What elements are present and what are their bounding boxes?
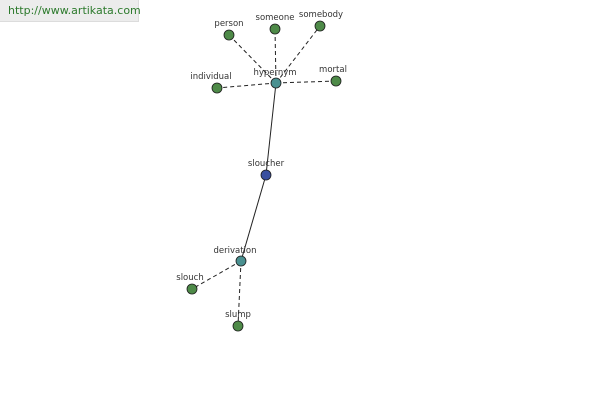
node-label-derivation: derivation [213,246,256,256]
node-label-sloucher: sloucher [248,159,285,169]
edge-hypernym-individual [216,82,277,89]
edge-hypernym-someone [274,28,277,84]
node-marker-slump[interactable] [232,320,244,332]
node-marker-somebody[interactable] [314,20,326,32]
node-marker-individual[interactable] [211,82,223,94]
node-label-individual: individual [190,72,231,82]
node-individual[interactable]: individual [190,72,232,94]
node-mortal[interactable]: mortal [319,65,347,87]
node-label-hypernym: hypernym [253,68,296,78]
edge-sloucher-hypernym [265,82,277,176]
edge-derivation-slump [237,260,242,327]
node-label-person: person [214,19,243,29]
node-sloucher[interactable]: sloucher [248,159,285,181]
site-url-link[interactable]: http://www.artikata.com [8,4,141,17]
node-label-slump: slump [225,310,251,320]
url-banner: http://www.artikata.com [0,0,141,22]
edge-sloucher-derivation [240,174,267,262]
node-someone[interactable]: someone [256,13,295,35]
node-slouch[interactable]: slouch [176,273,204,295]
node-marker-derivation[interactable] [235,255,247,267]
node-derivation[interactable]: derivation [213,246,257,267]
edge-hypernym-somebody [275,25,321,84]
node-marker-sloucher[interactable] [260,169,272,181]
node-slump[interactable]: slump [225,310,251,332]
node-label-someone: someone [256,13,295,23]
node-hypernym[interactable]: hypernym [253,68,297,89]
node-marker-hypernym[interactable] [270,77,282,89]
graph-nodes: sloucher hypernym derivation person someone s… [176,10,347,332]
node-label-somebody: somebody [299,10,343,20]
node-marker-person[interactable] [223,29,235,41]
edge-hypernym-mortal [275,80,337,84]
node-somebody[interactable]: somebody [299,10,343,32]
node-marker-someone[interactable] [269,23,281,35]
node-label-slouch: slouch [176,273,203,283]
graph-edges [191,25,337,327]
node-person[interactable]: person [214,19,244,41]
node-marker-slouch[interactable] [186,283,198,295]
edge-derivation-slouch [191,260,242,290]
node-label-mortal: mortal [319,65,347,75]
node-marker-mortal[interactable] [330,75,342,87]
